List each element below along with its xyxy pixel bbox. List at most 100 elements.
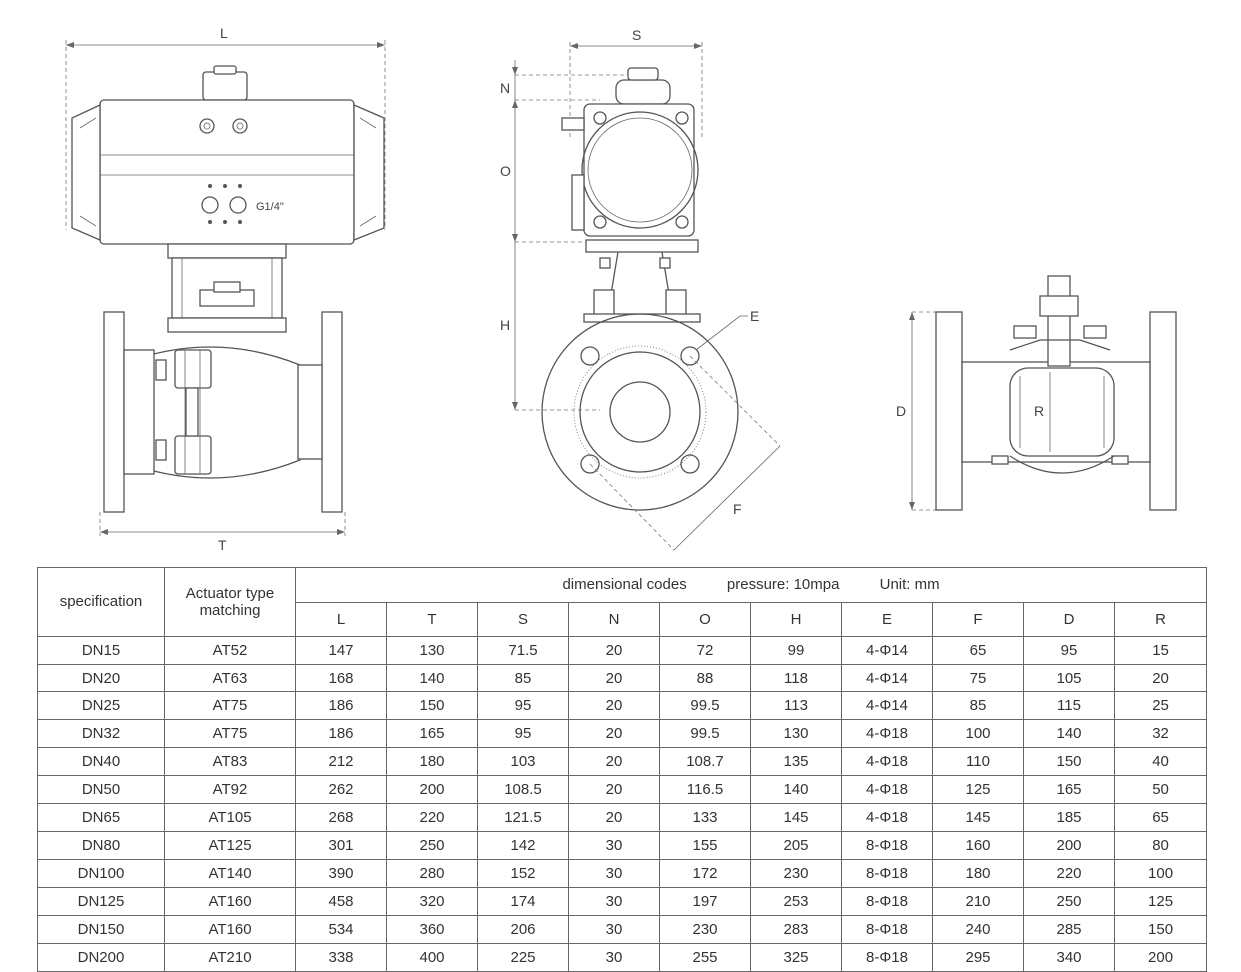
label-N: N [500,80,510,96]
table-cell: 108.5 [477,775,569,805]
table-cell: 140 [386,663,478,693]
table-cell: 72 [659,635,751,665]
actuator-header-line2: matching [199,601,261,619]
table-cell: 25 [1113,691,1208,721]
table-cell: 20 [1113,663,1208,693]
table-cell: 113 [750,691,842,721]
column-header-S: S [477,601,569,637]
table-cell: 20 [568,747,660,777]
table-cell: 147 [295,635,387,665]
table-cell: 8-Φ18 [841,942,933,972]
table-cell: 534 [295,914,387,944]
table-cell: AT210 [164,942,296,972]
table-cell: 268 [295,803,387,833]
table-cell: 30 [568,831,660,861]
table-cell: 65 [1113,803,1208,833]
table-cell: DN150 [37,914,165,944]
table-cell: 8-Φ18 [841,859,933,889]
table-cell: 338 [295,942,387,972]
table-cell: 186 [295,691,387,721]
table-cell: 50 [1113,775,1208,805]
table-cell: DN15 [37,635,165,665]
valve-technical-drawing: L G1/4" [65,25,1177,553]
table-cell: 225 [477,942,569,972]
port-label: G1/4" [256,201,284,213]
table-cell: 85 [477,663,569,693]
table-cell: 99.5 [659,719,751,749]
table-cell: AT160 [164,914,296,944]
table-cell: 320 [386,887,478,916]
label-S: S [632,27,641,43]
table-cell: 200 [386,775,478,805]
unit-label: Unit: mm [879,576,940,594]
table-cell: 165 [386,719,478,749]
table-cell: 150 [1023,747,1115,777]
table-cell: 88 [659,663,751,693]
table-cell: 152 [477,859,569,889]
spec-header: specification [37,567,165,637]
table-cell: DN40 [37,747,165,777]
pressure-label: pressure: 10mpa [726,576,840,594]
table-cell: 185 [1023,803,1115,833]
table-cell: 150 [386,691,478,721]
table-cell: 108.7 [659,747,751,777]
column-header-L: L [295,601,387,637]
table-cell: 4-Φ14 [841,691,933,721]
table-cell: 118 [750,663,842,693]
table-cell: 30 [568,859,660,889]
table-cell: 230 [659,914,751,944]
label-R: R [1034,403,1044,419]
table-cell: 85 [932,691,1024,721]
table-cell: DN80 [37,831,165,861]
table-cell: 262 [295,775,387,805]
dimension-header: dimensional codes pressure: 10mpa Unit: … [294,567,1208,603]
table-cell: 458 [295,887,387,916]
table-cell: 32 [1113,719,1208,749]
table-cell: 30 [568,942,660,972]
table-cell: 20 [568,803,660,833]
table-cell: 172 [659,859,751,889]
table-cell: 140 [750,775,842,805]
table-cell: 115 [1023,691,1115,721]
column-header-O: O [659,601,751,637]
actuator-header: Actuator type matching [164,567,296,637]
table-cell: 200 [1113,942,1208,972]
table-cell: 8-Φ18 [841,914,933,944]
actuator-header-line1: Actuator type [185,584,275,602]
table-cell: 180 [386,747,478,777]
table-cell: 99 [750,635,842,665]
table-cell: 205 [750,831,842,861]
column-header-D: D [1023,601,1115,637]
table-cell: AT63 [164,663,296,693]
column-header-H: H [750,601,842,637]
table-cell: AT160 [164,887,296,916]
table-cell: 100 [1113,859,1208,889]
table-cell: 40 [1113,747,1208,777]
table-cell: AT105 [164,803,296,833]
label-F: F [733,501,742,517]
table-cell: 20 [568,635,660,665]
table-cell: AT125 [164,831,296,861]
table-cell: 390 [295,859,387,889]
table-cell: 253 [750,887,842,916]
specification-table: specification Actuator type matching dim… [37,567,1208,972]
front-view: L G1/4" [65,25,386,553]
table-cell: 180 [932,859,1024,889]
table-cell: 15 [1113,635,1208,665]
column-header-F: F [932,601,1024,637]
table-cell: 125 [1113,887,1208,916]
table-cell: 130 [750,719,842,749]
label-H: H [500,317,510,333]
table-cell: 145 [932,803,1024,833]
table-cell: 255 [659,942,751,972]
side-view: S N O H [500,27,781,551]
table-cell: 340 [1023,942,1115,972]
